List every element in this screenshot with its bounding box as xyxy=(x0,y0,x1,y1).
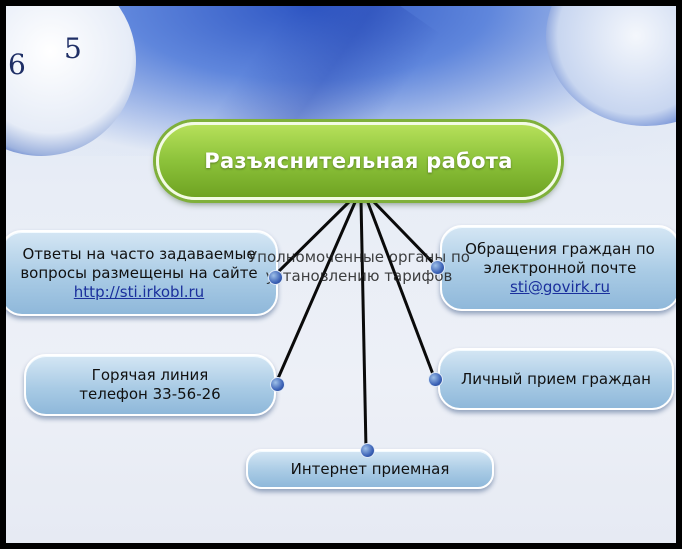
connector-dot-email xyxy=(430,260,445,275)
node-hotline: Горячая линия телефон 33-56-26 xyxy=(24,354,276,416)
connector-personal xyxy=(365,199,436,378)
node-email-line2: электронной почте xyxy=(483,258,637,277)
connector-internet xyxy=(359,199,368,450)
node-authorized-line1: Уполномоченные органы по xyxy=(248,248,470,266)
node-faq: Ответы на часто задаваемые вопросы разме… xyxy=(6,230,278,316)
node-email-line1: Обращения граждан по xyxy=(465,239,655,258)
center-node: Разъяснительная работа xyxy=(156,122,561,200)
node-email: Обращения граждан по электронной почте s… xyxy=(440,225,676,311)
node-email-link[interactable]: sti@govirk.ru xyxy=(510,277,610,296)
node-faq-line1: Ответы на часто задаваемые xyxy=(22,244,256,263)
connector-faq xyxy=(272,198,353,278)
connector-hotline xyxy=(274,199,358,384)
node-personal-label: Личный прием граждан xyxy=(461,369,651,388)
connector-dot-personal xyxy=(428,372,443,387)
connector-dot-hotline xyxy=(270,377,285,392)
slide: 6 5 Разъяснительная работа Ответы на час… xyxy=(6,6,676,543)
node-faq-line2: вопросы размещены на сайте xyxy=(20,263,258,282)
node-personal: Личный прием граждан xyxy=(438,348,674,410)
node-authorized-line2: установлению тарифов xyxy=(265,267,453,285)
node-hotline-line1: Горячая линия xyxy=(91,366,209,384)
node-hotline-line2: телефон 33-56-26 xyxy=(79,385,221,403)
node-authorized: Уполномоченные органы по установлению та… xyxy=(234,248,484,286)
connector-email xyxy=(370,198,438,268)
connector-lines xyxy=(272,198,438,450)
connector-dot-faq xyxy=(268,270,283,285)
node-internet-label: Интернет приемная xyxy=(290,459,450,478)
node-faq-link[interactable]: http://sti.irkobl.ru xyxy=(73,282,205,301)
center-title: Разъяснительная работа xyxy=(204,149,513,173)
connector-dot-internet xyxy=(360,443,375,458)
